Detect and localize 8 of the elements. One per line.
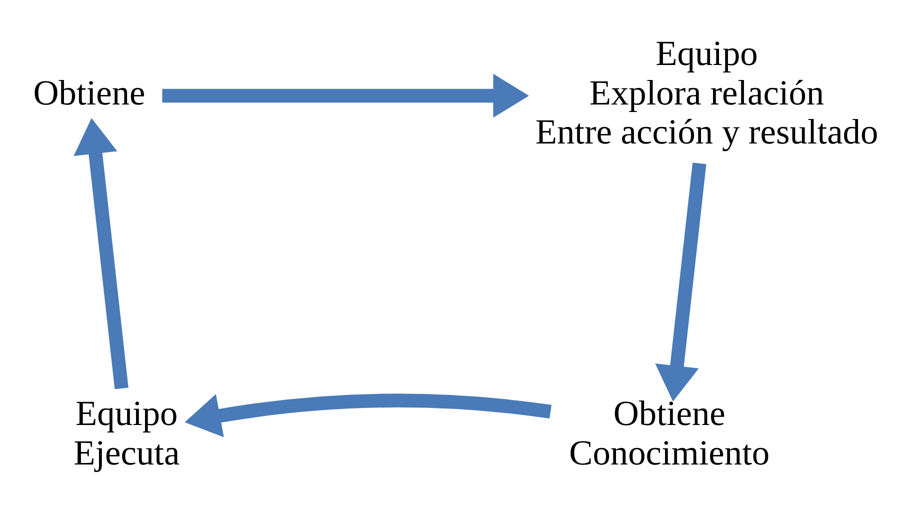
node-text: Obtiene <box>33 72 146 112</box>
arrow <box>655 162 706 402</box>
arrow <box>74 118 128 389</box>
arrow <box>184 393 552 437</box>
node-text: Equipo Ejecuta <box>74 392 180 472</box>
node-text: Equipo Explora relación Entre acción y resultado <box>535 32 878 152</box>
arrow <box>162 73 530 118</box>
node-text: Obtiene Conocimiento <box>569 392 770 472</box>
